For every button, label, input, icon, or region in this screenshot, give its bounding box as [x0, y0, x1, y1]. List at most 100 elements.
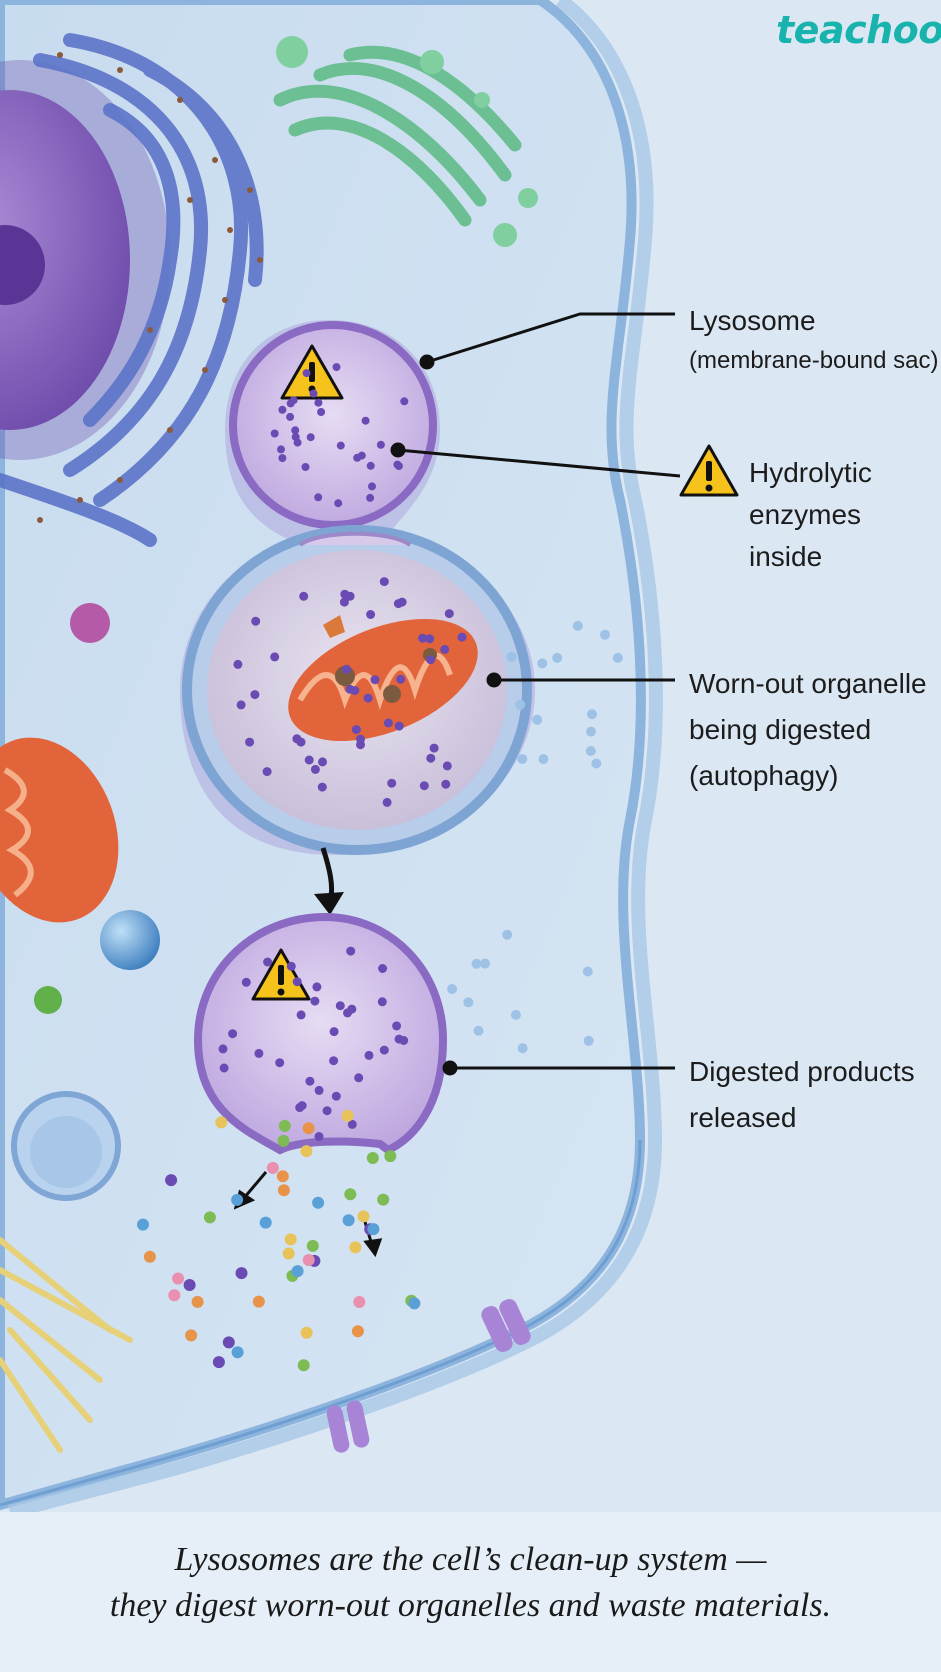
- cytoplasm-granule: [515, 699, 526, 710]
- enzyme-dot: [370, 675, 380, 685]
- cytoplasm-granule: [447, 984, 458, 994]
- product-particle: [300, 1326, 313, 1339]
- digesting-mitochondrion: [288, 615, 478, 742]
- caption: Lysosomes are the cell’s clean-up system…: [0, 1512, 941, 1672]
- enzyme-dot: [310, 996, 320, 1006]
- caption-line-1: Lysosomes are the cell’s clean-up system…: [174, 1541, 767, 1578]
- enzyme-dot: [318, 757, 327, 767]
- enzyme-dot: [310, 764, 320, 774]
- enzyme-dot: [366, 461, 375, 470]
- cytoplasm-granule: [517, 754, 528, 764]
- cytoplasm-granule: [502, 929, 513, 940]
- ribosomes: [37, 52, 263, 523]
- product-particle: [302, 1122, 315, 1135]
- cytoplasm-granule: [572, 620, 583, 631]
- label-enzymes-line2: enzymes inside: [749, 499, 862, 572]
- product-particle: [168, 1289, 181, 1302]
- enzyme-dot: [339, 597, 349, 607]
- label-lysosome-title: Lysosome: [689, 305, 816, 336]
- enzyme-dot: [441, 779, 451, 789]
- enzyme-dot: [340, 589, 350, 599]
- enzyme-dot: [379, 1045, 389, 1055]
- label-organelle: Worn-out organelle being digested (autop…: [689, 661, 927, 799]
- enzyme-dot: [314, 398, 323, 407]
- enzyme-dot: [329, 1027, 339, 1037]
- product-particle: [302, 1254, 315, 1266]
- label-lysosome-sub: (membrane-bound sac): [689, 347, 939, 374]
- cytoplasm-granule: [538, 754, 549, 765]
- enzyme-dot: [317, 408, 326, 416]
- product-particle: [266, 1161, 279, 1174]
- cytoplasm-granule: [583, 1035, 594, 1046]
- enzyme-dot: [394, 721, 404, 731]
- enzyme-dot: [332, 363, 341, 372]
- enzyme-dot: [376, 440, 385, 449]
- enzyme-dot: [251, 616, 261, 626]
- enzyme-dot: [277, 445, 285, 454]
- product-particle: [278, 1119, 291, 1132]
- enzyme-dot: [254, 1048, 264, 1058]
- enzyme-dot: [228, 1029, 238, 1039]
- down-arrow-icon: [314, 847, 344, 915]
- enzyme-dot: [363, 693, 373, 703]
- enzyme-dot: [314, 493, 323, 502]
- product-particle: [185, 1329, 198, 1342]
- product-particle: [212, 1356, 225, 1369]
- cytoplasm-granule: [537, 658, 548, 669]
- cytoplasm-granule: [552, 652, 563, 663]
- label-lysosome: Lysosome (membrane-bound sac): [689, 298, 938, 378]
- product-particle: [215, 1116, 228, 1129]
- enzyme-dot: [250, 690, 260, 700]
- label-released: Digested products released: [689, 1049, 915, 1141]
- enzyme-dot: [263, 957, 273, 967]
- cytoplasm-granule: [473, 1025, 484, 1036]
- enzyme-dot: [419, 781, 429, 791]
- warning-icon: [280, 344, 344, 400]
- product-particle: [143, 1250, 156, 1263]
- enzyme-dot: [309, 389, 318, 398]
- cytoplasm-granule: [510, 1009, 521, 1020]
- enzyme-dot: [270, 652, 280, 662]
- product-particle: [172, 1272, 185, 1285]
- enzyme-dot: [347, 1004, 357, 1014]
- enzyme-dot: [292, 977, 302, 987]
- enzyme-dot: [314, 1132, 324, 1141]
- enzyme-dot: [356, 740, 365, 750]
- label-released-line2: released: [689, 1102, 797, 1133]
- warning-icon: [251, 948, 311, 1001]
- cytoplasm-granule: [471, 958, 482, 969]
- product-particle: [191, 1295, 204, 1308]
- enzyme-dot: [361, 416, 370, 425]
- caption-line-2: they digest worn-out organelles and wast…: [109, 1587, 832, 1624]
- enzyme-dot: [296, 1010, 306, 1020]
- enzyme-dot: [322, 1106, 332, 1116]
- enzyme-dot: [334, 499, 343, 508]
- cytoskeleton: [0, 1237, 133, 1453]
- enzyme-dot: [379, 577, 389, 587]
- enzyme-dot: [296, 737, 306, 747]
- label-enzymes-line1: Hydrolytic: [749, 457, 872, 488]
- enzyme-dot: [382, 797, 392, 807]
- warning-icon: [679, 444, 739, 497]
- product-particle: [342, 1214, 355, 1227]
- product-particle: [222, 1336, 235, 1349]
- product-particle: [252, 1295, 265, 1308]
- product-particle: [291, 1265, 304, 1278]
- enzyme-dot: [317, 782, 327, 792]
- enzyme-dot: [329, 1056, 339, 1066]
- enzyme-dot: [278, 454, 287, 463]
- enzyme-dot: [297, 1101, 307, 1111]
- product-particle: [235, 1267, 248, 1280]
- enzyme-dot: [368, 482, 376, 491]
- enzyme-dot: [218, 1044, 228, 1054]
- product-particle: [312, 1196, 325, 1209]
- enzyme-dot: [262, 767, 272, 777]
- enzyme-dot: [426, 655, 436, 665]
- enzyme-dot: [305, 1076, 315, 1086]
- lysosome-bottom: [193, 912, 448, 1155]
- endoplasmic-reticulum: [0, 33, 264, 547]
- enzyme-dot: [383, 718, 393, 728]
- product-particle: [351, 1325, 364, 1338]
- enzyme-dot: [354, 1073, 364, 1083]
- cytoplasm-granule: [600, 629, 610, 640]
